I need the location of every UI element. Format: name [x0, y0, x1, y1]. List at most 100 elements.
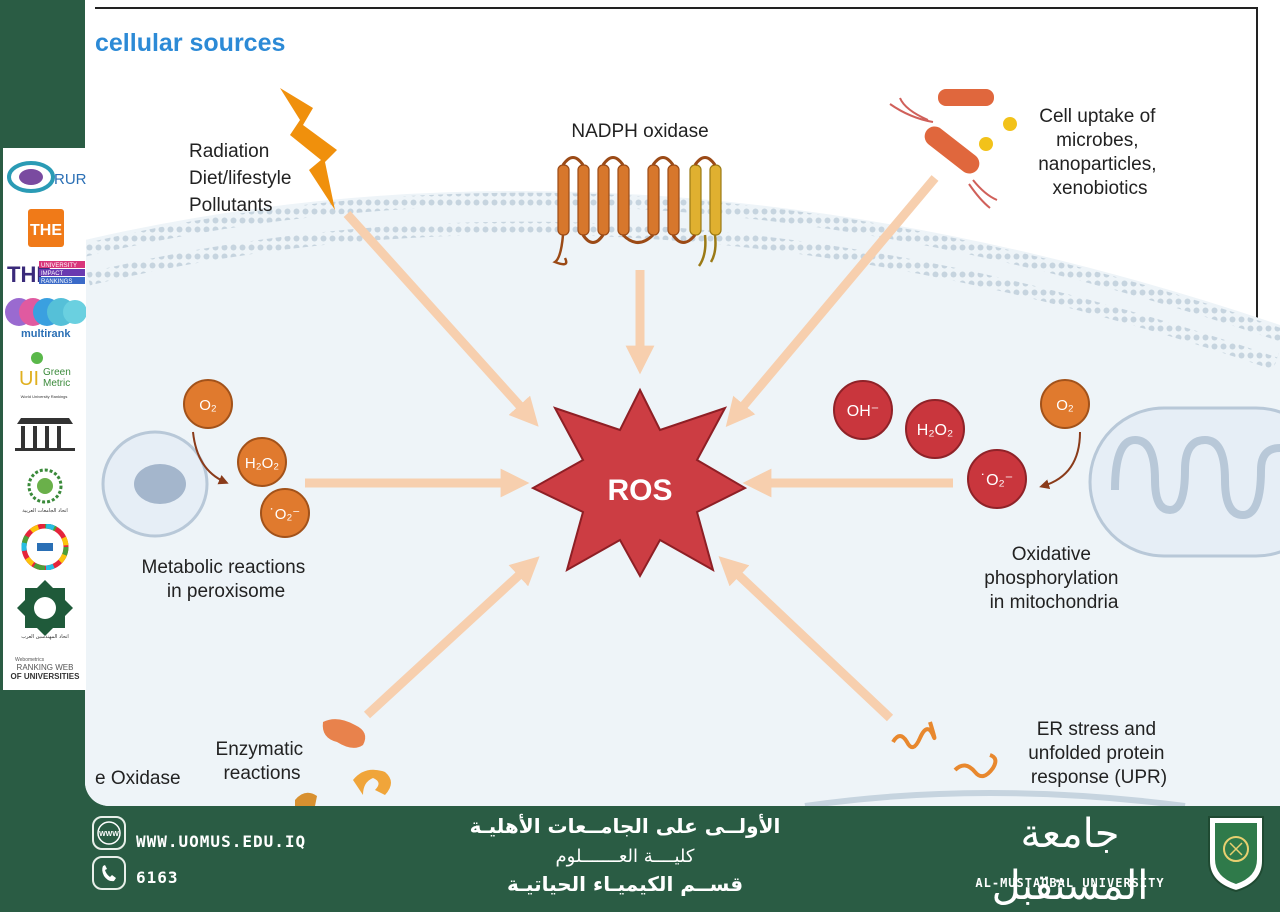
diagram-title: cellular sources — [95, 29, 285, 57]
ros-burst-icon: ROS — [530, 387, 748, 579]
microbes-line-3: nanoparticles, — [1038, 154, 1156, 175]
svg-text:THE: THE — [30, 222, 62, 239]
radiation-label: Radiation Diet/lifestyle Pollutants — [189, 141, 297, 216]
microbes-line-1: Cell uptake of — [1039, 106, 1156, 127]
svg-text:RANKINGS: RANKINGS — [41, 279, 72, 285]
arrow-from-er-stress — [718, 556, 894, 722]
unfolded-protein-icon — [891, 721, 998, 779]
microbes-line-2: microbes, — [1056, 130, 1138, 151]
phone-number[interactable]: 6163 — [136, 868, 179, 887]
ui-greenmetric-logo-icon: UI Green Metric World University Ranking… — [19, 352, 71, 399]
radiation-line-3: Pollutants — [189, 195, 272, 216]
oxidase-partial-label: e Oxidase — [95, 768, 181, 789]
mito-reaction-arrow — [1039, 431, 1081, 490]
webometrics-logo[interactable]: Webometrics RANKING WEB OF UNIVERSITIES — [3, 654, 86, 684]
university-arabic-name: جامعة المستقبل — [991, 811, 1149, 909]
enzymatic-line-2: reactions — [223, 763, 300, 784]
peroxisome-reaction-arrow — [192, 431, 229, 485]
arrow-from-radiation — [343, 210, 539, 427]
rur-logo-icon: RUR — [7, 161, 87, 193]
lightning-bolt-icon — [280, 88, 337, 210]
svg-text:Green: Green — [43, 367, 71, 378]
the-impact-rankings-logo-icon: THE UNIVERSITY IMPACT RANKINGS — [7, 261, 85, 287]
peroxisome-o2-text: O₂ — [199, 397, 217, 414]
ros-label: ROS — [607, 474, 672, 507]
footer-arabic-line-2: كليــــة العـــــــلوم — [555, 846, 695, 867]
nadph-oxidase-protein-icon — [552, 156, 722, 267]
svg-text:IMPACT: IMPACT — [41, 271, 64, 277]
footer-arabic-line-1: الأولــى على الجامــعات الأهليـة — [469, 814, 781, 838]
federation-arab-engineers-logo-icon: اتحاد المهندسين العرب — [17, 580, 73, 640]
institution-building-icon — [15, 418, 75, 451]
microbes-label: Cell uptake of microbes, nanoparticles, … — [1038, 106, 1162, 199]
the-impact-rankings-logo[interactable]: THE UNIVERSITY IMPACT RANKINGS — [3, 258, 86, 288]
mitochondria-label: Oxidative phosphorylation in mitochondri… — [984, 544, 1123, 613]
phone-icon — [92, 856, 126, 890]
svg-text:multirank: multirank — [21, 328, 71, 340]
university-crest[interactable] — [1205, 813, 1267, 893]
federation-arab-engineers-logo[interactable]: اتحاد المهندسين العرب — [3, 578, 86, 640]
mito-superoxide-molecule: ˙O₂⁻ — [967, 449, 1027, 509]
oh-molecule: OH⁻ — [833, 380, 893, 440]
sdg-logo[interactable] — [3, 523, 86, 571]
mitochondria-line-1: Oxidative — [1012, 544, 1091, 565]
enzymatic-label: Enzymatic reactions — [216, 739, 309, 784]
enzymatic-line-1: Enzymatic — [216, 739, 304, 760]
svg-text:UI: UI — [19, 368, 39, 390]
peroxisome-o2-molecule: O₂ — [183, 379, 233, 429]
ros-sources-diagram: cellular sources Radiation Diet/lifestyl… — [85, 7, 1280, 806]
mito-o2-molecule: O₂ — [1040, 379, 1090, 429]
mito-superoxide-text: ˙O₂⁻ — [981, 472, 1013, 489]
svg-text:UNIVERSITY: UNIVERSITY — [41, 263, 77, 269]
peroxisome-line-1: Metabolic reactions — [142, 557, 306, 578]
peroxisome-h2o2-molecule: H₂O₂ — [237, 437, 287, 487]
website-link[interactable]: WWW.UOMUS.EDU.IQ — [136, 832, 307, 851]
mito-h2o2-text: H₂O₂ — [917, 422, 953, 439]
sdg-wheel-logo-icon — [21, 523, 69, 571]
microbe-icon — [889, 89, 1017, 209]
multirank-logo[interactable]: multirank — [3, 296, 87, 340]
arrow-from-enzymatic — [363, 556, 540, 719]
multirank-logo-icon: multirank — [5, 298, 87, 340]
rankings-logo-strip: RUR THE THE UNIVERSITY IMPACT RANKINGS m… — [3, 148, 87, 690]
footer-bar: WWW WWW.UOMUS.EDU.IQ 6163 الأولــى على ا… — [0, 806, 1280, 909]
peroxisome-icon — [101, 430, 209, 538]
nucleus-edge — [804, 790, 1186, 806]
svg-text:Webometrics: Webometrics — [15, 657, 45, 663]
nadph-oxidase-label: NADPH oxidase — [571, 121, 708, 142]
membrane-core — [85, 205, 1280, 358]
slide-content: cellular sources Radiation Diet/lifestyl… — [85, 0, 1280, 806]
enzyme-icon — [295, 719, 391, 806]
peroxisome-h2o2-text: H₂O₂ — [245, 455, 279, 472]
er-stress-line-2: unfolded protein — [1028, 743, 1164, 764]
rur-logo[interactable]: RUR — [3, 156, 87, 198]
mitochondria-line-2: phosphorylation — [984, 568, 1118, 589]
the-logo-icon: THE — [28, 209, 64, 247]
peroxisome-line-2: in peroxisome — [167, 581, 285, 602]
radiation-line-1: Radiation — [189, 141, 269, 162]
ros-arrows — [305, 175, 953, 722]
the-logo[interactable]: THE — [3, 208, 86, 248]
svg-text:اتحاد المهندسين العرب: اتحاد المهندسين العرب — [21, 634, 68, 640]
footer-arabic-line-3: قســم الكيميـاء الحياتيـة — [506, 872, 744, 896]
svg-text:OF UNIVERSITIES: OF UNIVERSITIES — [11, 672, 81, 681]
university-english-name: AL-MUSTAQBAL UNIVERSITY — [975, 876, 1165, 890]
ui-greenmetric-logo[interactable]: UI Green Metric World University Ranking… — [3, 351, 86, 401]
webometrics-logo-icon: Webometrics RANKING WEB OF UNIVERSITIES — [11, 657, 81, 681]
radiation-line-2: Diet/lifestyle — [189, 168, 291, 189]
mito-h2o2-molecule: H₂O₂ — [905, 399, 965, 459]
peroxisome-label: Metabolic reactions in peroxisome — [142, 557, 311, 602]
institution-logo[interactable] — [3, 414, 86, 454]
microbes-line-4: xenobiotics — [1052, 178, 1147, 199]
arab-universities-logo[interactable]: اتحاد الجامعات العربية — [3, 466, 86, 516]
mito-o2-text: O₂ — [1056, 397, 1074, 414]
peroxisome-superoxide-text: ˙O₂⁻ — [270, 506, 300, 523]
peroxisome-superoxide-molecule: ˙O₂⁻ — [260, 488, 310, 538]
svg-text:اتحاد الجامعات العربية: اتحاد الجامعات العربية — [22, 508, 68, 514]
university-crest-icon — [1208, 816, 1264, 893]
er-stress-line-1: ER stress and — [1037, 719, 1156, 740]
er-stress-label: ER stress and unfolded protein response … — [1028, 719, 1170, 788]
svg-text:World University Rankings: World University Rankings — [21, 394, 68, 399]
svg-text:RUR: RUR — [54, 171, 86, 188]
svg-text:Metric: Metric — [43, 378, 70, 389]
